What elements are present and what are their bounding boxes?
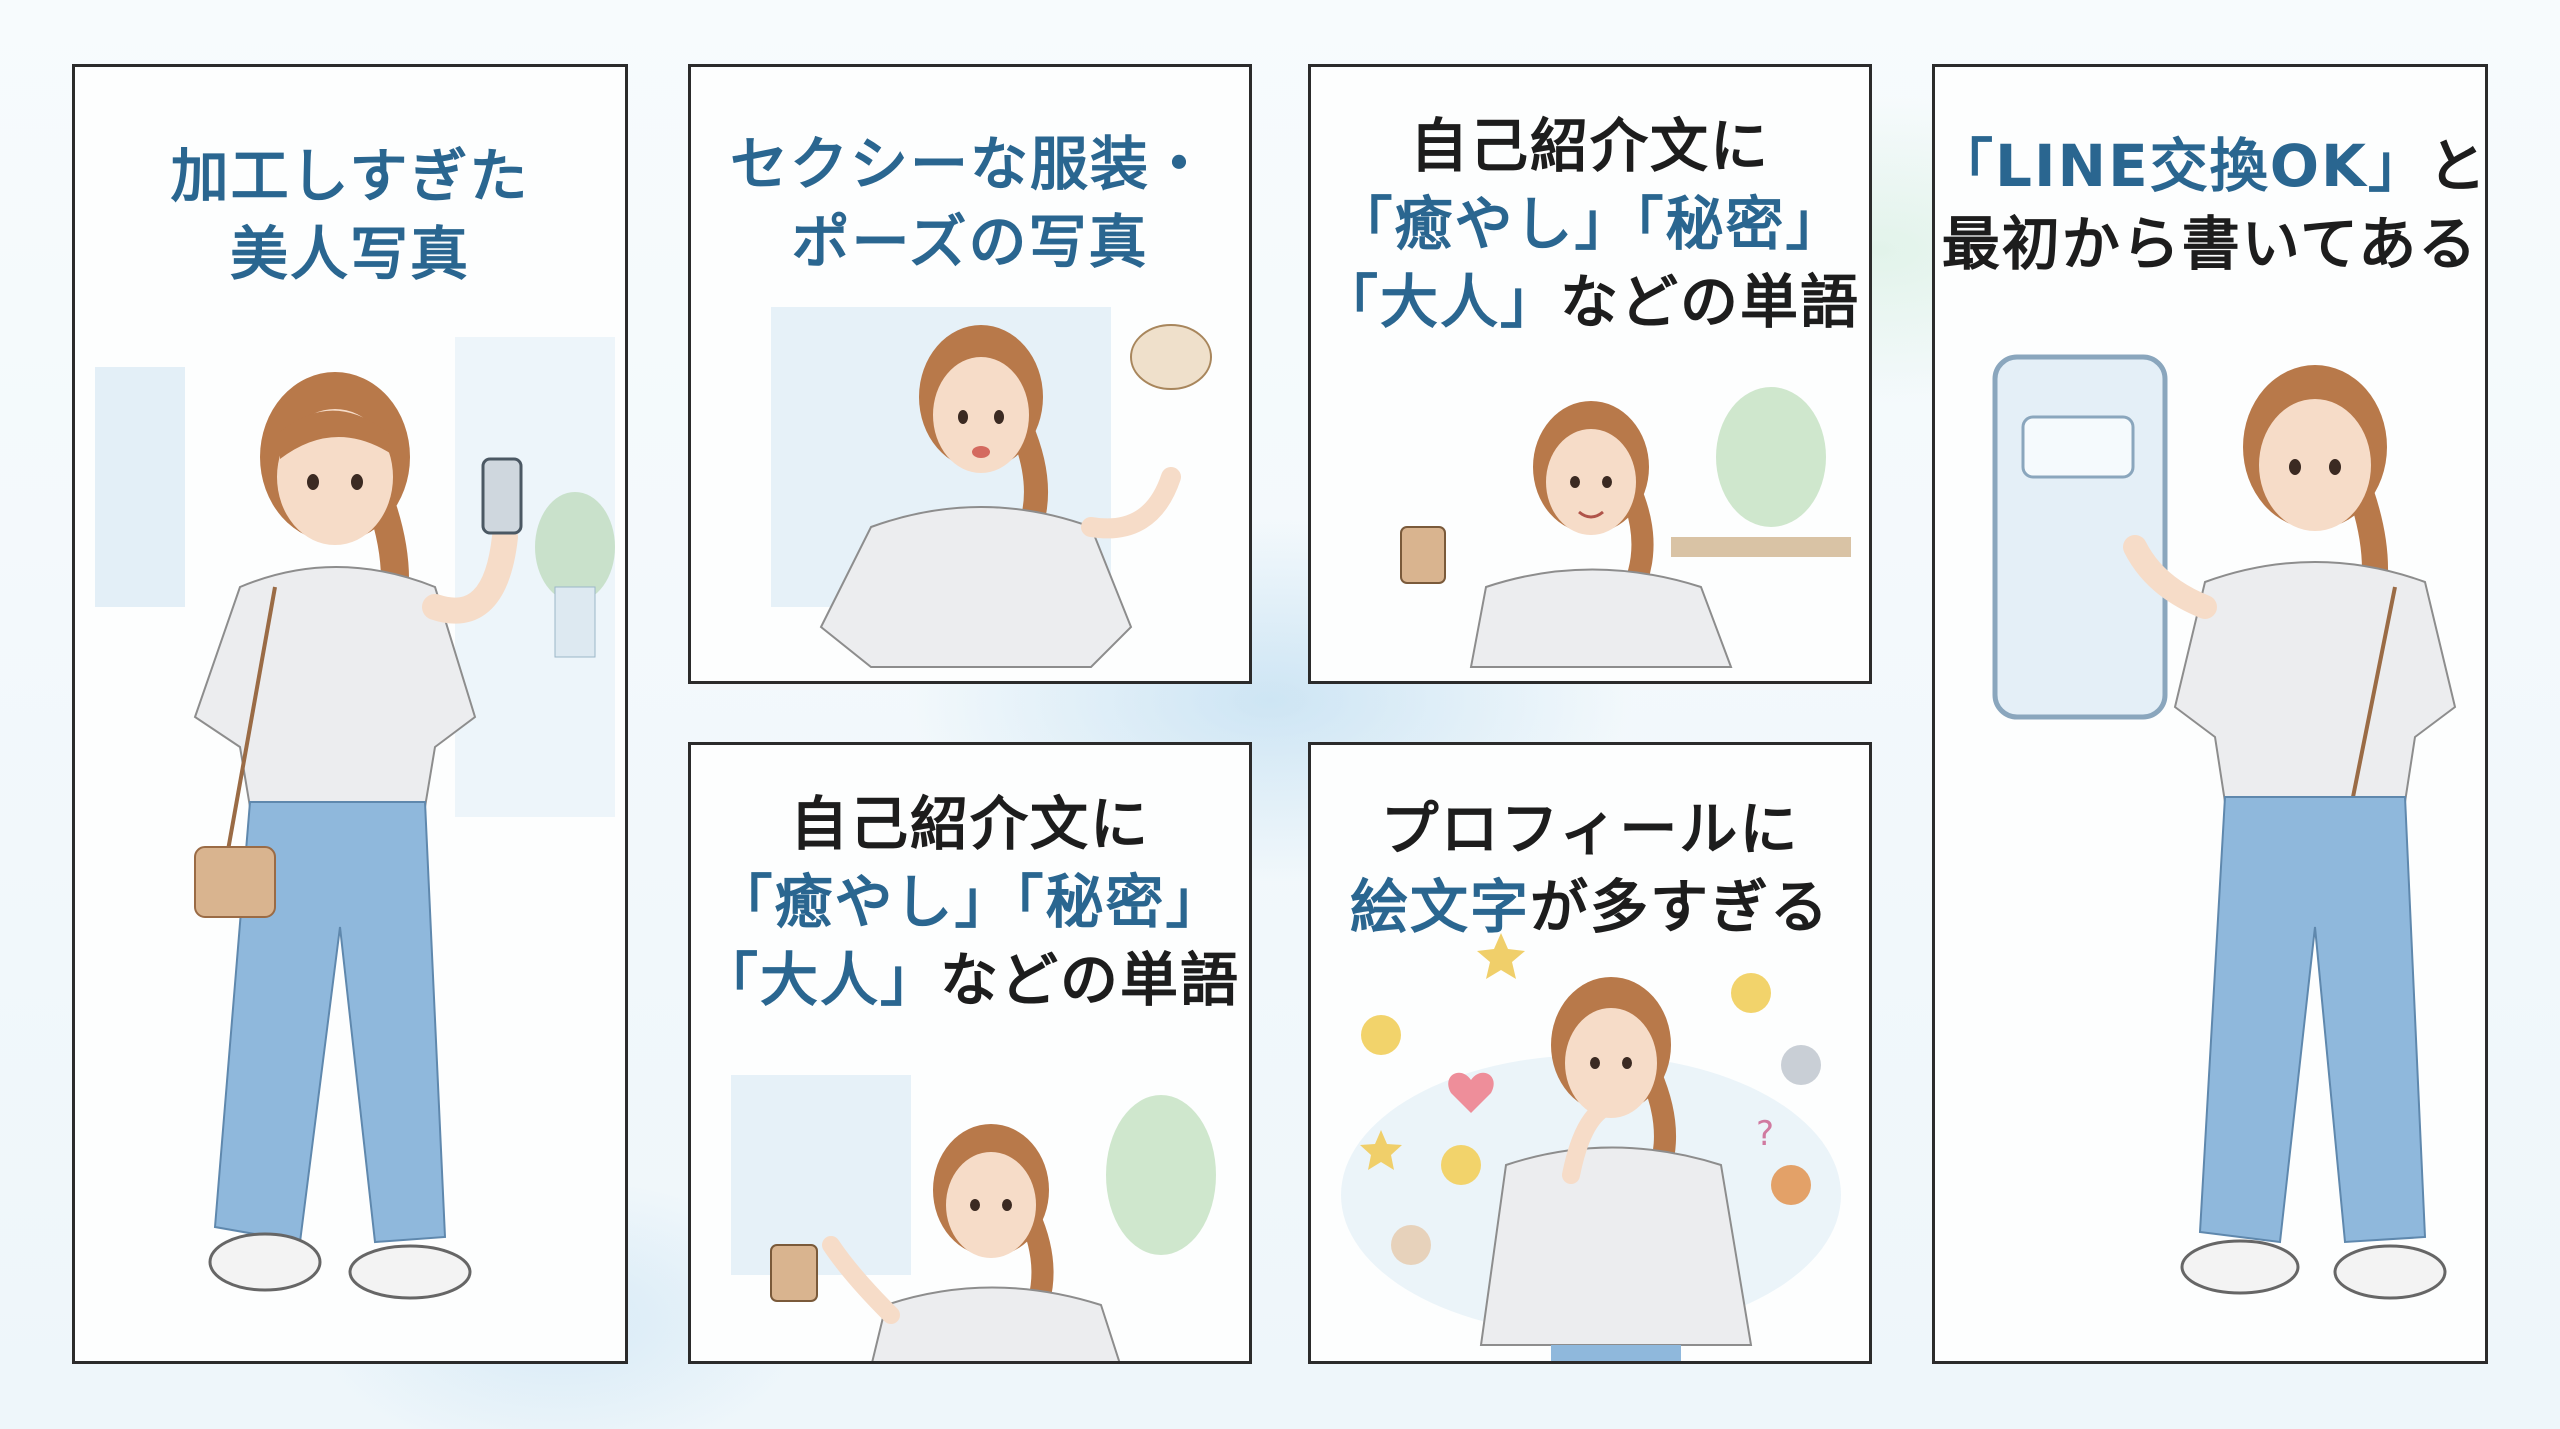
panel-caption: セクシーな服装・ ポーズの写真 bbox=[691, 125, 1249, 281]
plant-icon bbox=[1106, 1095, 1216, 1255]
caption-line: 自己紹介文に bbox=[789, 790, 1150, 858]
caption-highlight: 「大人」 bbox=[699, 946, 940, 1014]
coffee-cup-icon bbox=[770, 1244, 818, 1302]
caption-highlight: 「癒やし」「秘密」 bbox=[714, 868, 1226, 936]
caption-line: 「癒やし」「秘密」 bbox=[1311, 185, 1869, 263]
panel-caption: 自己紹介文に 「癒やし」「秘密」 「大人」などの単語 bbox=[1311, 107, 1869, 341]
panel-sexy-outfit: セクシーな服装・ ポーズの写真 bbox=[688, 64, 1252, 684]
smiley-icon bbox=[1361, 973, 1771, 1185]
plant-icon bbox=[1716, 387, 1826, 527]
caption-line: 「LINE交換OK」と bbox=[1935, 127, 2485, 205]
star-icon bbox=[1477, 933, 1525, 979]
panel-edited-photo: 加工しすぎた 美人写真 bbox=[72, 64, 628, 1364]
caption-text: などの単語 bbox=[940, 946, 1241, 1014]
dog-icon bbox=[1391, 1225, 1431, 1265]
illustration-woman-pointing-phone bbox=[1992, 354, 2457, 1300]
panel-profile-words-2: 自己紹介文に 「癒やし」「秘密」 「大人」などの単語 bbox=[688, 742, 1252, 1364]
caption-line: 絵文字が多すぎる bbox=[1311, 868, 1869, 946]
caption-highlight: 「癒やし」「秘密」 bbox=[1334, 190, 1846, 258]
panel-line-exchange: 「LINE交換OK」と 最初から書いてある bbox=[1932, 64, 2488, 1364]
coffee-cup-icon bbox=[1400, 526, 1446, 584]
caption-text: が多すぎる bbox=[1530, 873, 1831, 941]
illustration-woman-posing bbox=[771, 307, 1212, 668]
caption-line: 加工しすぎた bbox=[170, 142, 530, 210]
panel-caption: 自己紹介文に 「癒やし」「秘密」 「大人」などの単語 bbox=[691, 785, 1249, 1019]
caption-line: プロフィールに bbox=[1380, 795, 1800, 863]
caption-line: 「大人」などの単語 bbox=[1311, 263, 1869, 341]
cat-icon bbox=[1771, 1045, 1821, 1205]
illustration-woman-cafe-pointing bbox=[731, 1075, 1216, 1361]
panel-caption: 加工しすぎた 美人写真 bbox=[75, 137, 625, 293]
smartphone-icon bbox=[481, 457, 523, 535]
panel-caption: プロフィールに 絵文字が多すぎる bbox=[1311, 790, 1869, 946]
panel-too-many-emoji: ? プロフィールに 絵文字が多すぎる bbox=[1308, 742, 1872, 1364]
caption-line: 自己紹介文に bbox=[1409, 112, 1770, 180]
caption-line: ポーズの写真 bbox=[791, 208, 1149, 276]
star-icon bbox=[1360, 1130, 1402, 1170]
caption-line: 美人写真 bbox=[229, 220, 470, 288]
svg-text:?: ? bbox=[1756, 1114, 1774, 1154]
caption-highlight: 「LINE交換OK」 bbox=[1935, 132, 2428, 200]
illustration-woman-cafe bbox=[1400, 387, 1851, 668]
caption-line: 「癒やし」「秘密」 bbox=[691, 863, 1249, 941]
question-icon: ? bbox=[1756, 1114, 1774, 1154]
illustration-woman-with-phone bbox=[95, 337, 615, 1300]
plant-icon bbox=[535, 492, 615, 658]
illustration-woman-emoji: ? bbox=[1341, 933, 1841, 1361]
caption-highlight: 絵文字 bbox=[1349, 873, 1530, 941]
caption-highlight: 「大人」 bbox=[1319, 268, 1560, 336]
caption-text: などの単語 bbox=[1560, 268, 1861, 336]
panel-caption: 「LINE交換OK」と 最初から書いてある bbox=[1935, 127, 2485, 283]
caption-line: セクシーな服装・ bbox=[729, 130, 1210, 198]
caption-text: と bbox=[2427, 132, 2488, 200]
caption-line: 最初から書いてある bbox=[1941, 210, 2479, 278]
panel-profile-words-1: 自己紹介文に 「癒やし」「秘密」 「大人」などの単語 bbox=[1308, 64, 1872, 684]
caption-line: 「大人」などの単語 bbox=[691, 941, 1249, 1019]
heart-icon bbox=[1448, 1072, 1494, 1113]
speech-bubble-icon bbox=[2021, 415, 2135, 479]
